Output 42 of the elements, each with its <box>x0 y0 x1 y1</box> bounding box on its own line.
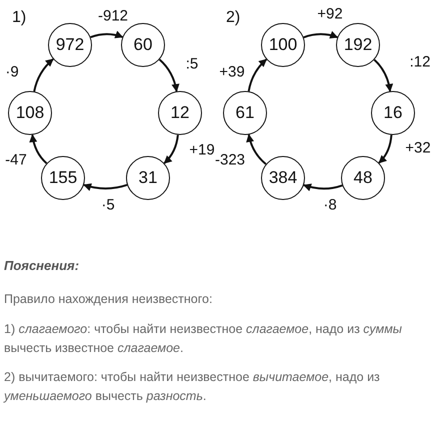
number-circle: 384 <box>261 156 305 200</box>
explanation-text: Правило нахождения неизвестного: <box>4 290 214 308</box>
explanation-text: 1) слагаемого: чтобы найти неизвестное слагаемое, надо из суммы вычесть известное слагаемое. <box>4 321 403 357</box>
edge-label: :5 <box>184 56 200 72</box>
number-circle: 192 <box>336 23 380 67</box>
arrow <box>248 58 268 92</box>
arrow <box>83 183 128 191</box>
diagram-number: 1) <box>12 10 26 26</box>
arrow <box>164 134 179 164</box>
edge-label: +92 <box>316 6 344 22</box>
explanation-text: 2) вычитаемого: чтобы найти неизвестное вычитаемое, надо из уменьшаемого вычесть разность. <box>4 368 381 405</box>
arrow <box>378 134 392 164</box>
heading: Пояснения: <box>4 257 80 275</box>
edge-label: ·9 <box>4 64 20 80</box>
edge-label: +19 <box>188 142 216 158</box>
edge-label: -323 <box>214 152 246 168</box>
arrow <box>303 31 338 39</box>
number-circle: 108 <box>8 91 52 135</box>
number-circle: 12 <box>158 91 202 135</box>
edge-label: +32 <box>404 140 432 156</box>
number-circle: 61 <box>223 91 267 135</box>
arrow <box>29 134 48 164</box>
arrow <box>158 58 180 92</box>
arrow <box>90 30 124 38</box>
number-circle: 155 <box>41 156 85 200</box>
number-circle: 100 <box>261 23 305 67</box>
arrow <box>246 134 267 165</box>
number-circle: 16 <box>371 91 415 135</box>
edge-label: -47 <box>4 152 28 168</box>
arrow <box>374 59 393 92</box>
edge-label: +39 <box>218 64 246 80</box>
number-circle: 60 <box>121 23 165 67</box>
number-circle: 48 <box>341 156 385 200</box>
edge-label: -912 <box>96 8 130 24</box>
edge-label: :12 <box>408 54 432 70</box>
arrow <box>303 183 343 192</box>
edge-label: ·8 <box>322 198 338 212</box>
edge-label: ·5 <box>100 198 116 212</box>
number-circle: 972 <box>48 23 92 67</box>
number-circle: 31 <box>126 156 170 200</box>
diagram-number: 2) <box>226 10 240 26</box>
arrow <box>33 58 54 92</box>
